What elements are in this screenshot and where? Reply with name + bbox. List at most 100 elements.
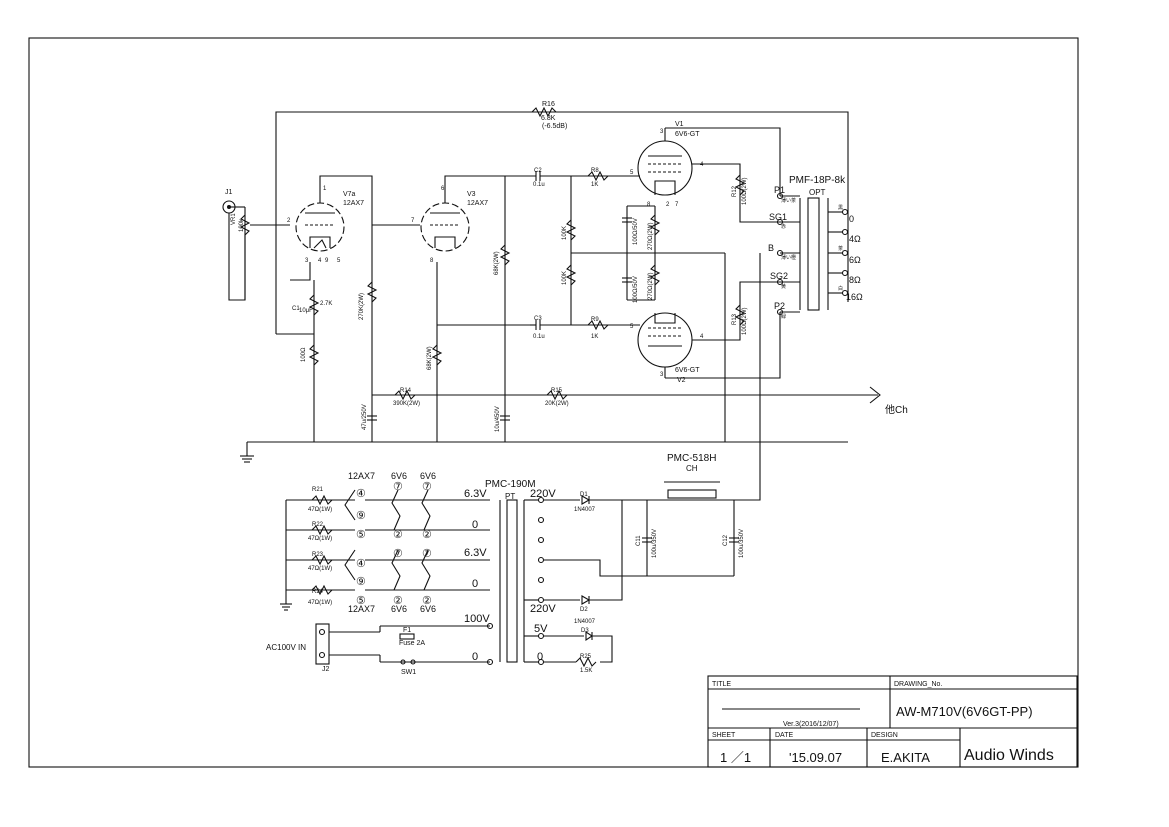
sheet-number: 1 ／1 — [720, 750, 751, 765]
r13-value: 100Ω(2W) — [742, 308, 748, 336]
r24-ref: R24 — [312, 589, 324, 595]
r22-value: 47Ω(1W) — [308, 536, 332, 542]
tap-p2: P2 — [774, 301, 785, 311]
c2-ref: C2 — [534, 168, 542, 174]
tap-sg1: SG1 — [769, 212, 787, 222]
svg-text:②: ② — [393, 595, 403, 607]
svg-text:⑤: ⑤ — [356, 529, 366, 541]
r16-value: 6.8K — [541, 115, 556, 122]
svg-text:⑨: ⑨ — [356, 576, 366, 588]
heater1-voltage: 6.3V — [464, 488, 487, 500]
svg-text:薄い橙: 薄い橙 — [781, 254, 796, 261]
opt-secondary-taps: 0 4Ω 6Ω 8Ω 16Ω 黒 茶 白 — [828, 205, 863, 302]
pt-220v-bottom: 220V — [530, 603, 556, 615]
heater-section: 12AX7 6V6 6V6 12AX7 6V6 6V6 R21 47Ω(1W) … — [280, 471, 490, 614]
d1-ref: D1 — [580, 492, 588, 498]
r8-value: 1K — [591, 182, 598, 188]
amplifier-section: 他Ch R16 6.8K (-6.5dB) J1 VR1 100k V7a 12… — [222, 101, 908, 501]
r10-value: 270Ω(2W) — [648, 223, 654, 251]
svg-text:0: 0 — [472, 578, 478, 590]
c1-value: 10μF — [299, 308, 313, 314]
tap-sg2: SG2 — [770, 271, 788, 281]
heater-tube-6v6-bottom-a: 6V6 — [391, 604, 407, 614]
c5-value: 100Ω/50V — [633, 276, 639, 303]
r21-ref: R21 — [312, 487, 324, 493]
tap-b: B — [768, 243, 774, 253]
pt-core — [506, 499, 518, 663]
sec-0: 0 — [849, 214, 854, 224]
drawing-no-label: DRAWING_No. — [894, 681, 942, 688]
company-name: Audio Winds — [964, 747, 1054, 764]
r14-ref: R14 — [400, 388, 412, 394]
ac-input-connector-j2 — [315, 623, 330, 665]
tube-v2 — [637, 312, 693, 368]
svg-text:3: 3 — [660, 129, 664, 135]
c7-value: 10u/450V — [495, 406, 501, 432]
sec-6ohm: 6Ω — [849, 255, 861, 265]
r7-value: 100K — [562, 271, 568, 285]
c3-ref: C3 — [534, 316, 542, 322]
opt-label: OPT — [809, 188, 826, 197]
svg-text:2: 2 — [666, 202, 670, 208]
opt-core — [807, 197, 820, 311]
c2-value: 0.1u — [533, 182, 545, 188]
svg-text:②: ② — [422, 595, 432, 607]
r25-ref: R25 — [580, 654, 592, 660]
r23-value: 47Ω(1W) — [308, 566, 332, 572]
svg-text:緑: 緑 — [781, 313, 786, 320]
svg-text:3: 3 — [305, 258, 309, 264]
vr1-value: 100k — [239, 218, 245, 232]
fuse-f1 — [399, 633, 415, 640]
svg-text:1: 1 — [323, 186, 327, 192]
switch-sw1 — [400, 659, 406, 665]
d2-ref: D2 — [580, 607, 588, 613]
svg-text:0: 0 — [472, 519, 478, 531]
sheet-border — [28, 37, 1079, 768]
v7a-ref: V7a — [343, 191, 356, 198]
d1-value: 1N4007 — [574, 507, 596, 513]
opt-model: PMF-18P-8k — [789, 175, 846, 186]
heater-tube-6v6-top-b: 6V6 — [420, 471, 436, 481]
r13-ref: R13 — [732, 313, 738, 325]
r23-ref: R23 — [312, 552, 324, 558]
sec-16ohm: 16Ω — [846, 292, 863, 302]
r9-value: 1K — [591, 334, 598, 340]
pt-label: PT — [505, 492, 515, 501]
r16-ref: R16 — [542, 101, 555, 108]
svg-text:0: 0 — [472, 651, 478, 663]
r9-ref: R9 — [591, 317, 599, 323]
pt-220v-top: 220V — [530, 488, 556, 500]
svg-text:⑦: ⑦ — [393, 548, 403, 560]
design-label: DESIGN — [871, 732, 898, 739]
v2-ref: V2 — [677, 377, 686, 384]
v2-type: 6V6-GT — [675, 367, 700, 374]
svg-text:薄い茶: 薄い茶 — [781, 197, 796, 204]
r8-ref: R8 — [591, 168, 599, 174]
rectifier-section: PMC-518H CH D1 1N4007 D2 1N4007 D3 R25 1… — [544, 453, 745, 674]
svg-text:②: ② — [393, 529, 403, 541]
c11-ref: C11 — [636, 535, 642, 546]
d3-ref: D3 — [581, 628, 589, 634]
svg-text:黄: 黄 — [781, 283, 786, 290]
r5-value: 68K(2W) — [494, 251, 500, 275]
title-block: TITLE DRAWING_No. AW-M710V(6V6GT-PP) Ver… — [707, 675, 1078, 768]
v3-type: 12AX7 — [467, 200, 488, 207]
title-label: TITLE — [712, 681, 731, 688]
svg-text:⑦: ⑦ — [422, 481, 432, 493]
svg-text:8: 8 — [430, 258, 434, 264]
sheet-label: SHEET — [712, 732, 736, 739]
svg-text:7: 7 — [675, 202, 679, 208]
tube-v7a — [295, 202, 345, 252]
svg-text:5: 5 — [630, 170, 634, 176]
r1-value: 2.7K — [320, 301, 332, 307]
svg-text:7: 7 — [411, 218, 415, 224]
heater-tube-12ax7-bottom: 12AX7 — [348, 604, 375, 614]
tap-p1: P1 — [774, 185, 785, 195]
svg-text:白: 白 — [838, 285, 843, 292]
opt-primary-taps: P1 SG1 B SG2 P2 薄い茶 赤 薄い橙 黄 緑 — [768, 185, 800, 320]
r21-value: 47Ω(1W) — [308, 507, 332, 513]
svg-text:4: 4 — [318, 258, 322, 264]
choke-core — [667, 489, 717, 499]
j2-label: J2 — [322, 666, 330, 673]
svg-text:4: 4 — [700, 162, 704, 168]
